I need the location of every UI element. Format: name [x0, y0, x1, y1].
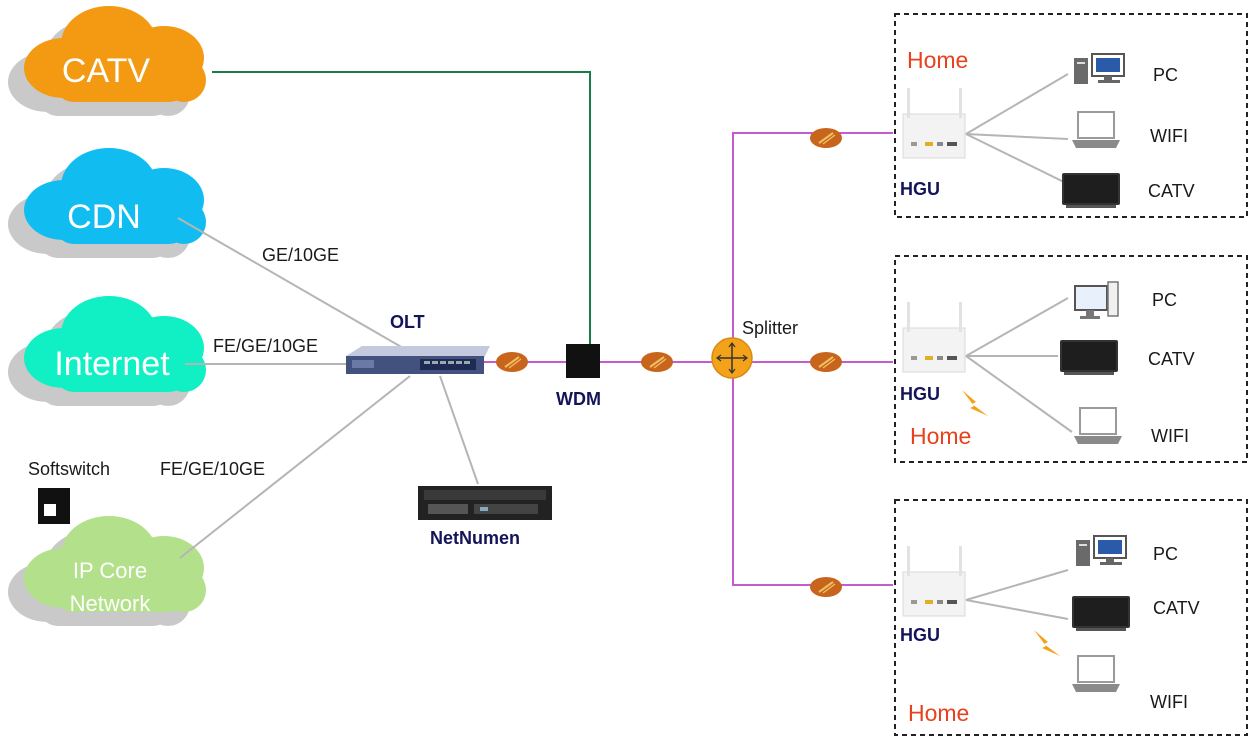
laptop-wifi-icon — [1073, 407, 1123, 445]
splitter-label: Splitter — [742, 318, 798, 338]
tv-catv-icon — [1060, 340, 1118, 375]
cdn-link-label: GE/10GE — [262, 245, 339, 265]
tv-catv-icon — [1062, 173, 1120, 208]
cdn-cloud-label: CDN — [67, 198, 141, 236]
home-box-3: HGU PC CATV WIFI Home — [894, 499, 1248, 736]
netnumen-label: NetNumen — [430, 528, 520, 548]
ip-core-cloud: IP Core Network — [8, 516, 206, 626]
ipcore-link-label: FE/GE/10GE — [160, 459, 265, 479]
device-label-wifi: WIFI — [1151, 426, 1189, 446]
hgu-router-icon — [902, 545, 966, 617]
ipcore-link-line — [179, 375, 411, 559]
olt-device-icon — [346, 346, 490, 374]
fiber-connector-icon — [640, 351, 674, 373]
pc-desktop-icon — [1075, 535, 1127, 567]
home-label-3: Home — [908, 700, 969, 726]
hgu-label-2: HGU — [900, 384, 940, 404]
device-label-pc: PC — [1153, 544, 1178, 564]
hgu-router-icon — [902, 87, 966, 159]
cdn-cloud: CDN — [8, 148, 206, 258]
device-label-catv: CATV — [1148, 181, 1195, 201]
hgu-router-icon — [902, 301, 966, 373]
catv-cloud: CATV — [8, 6, 206, 116]
cdn-link-line — [177, 217, 411, 353]
home-label-2: Home — [910, 423, 971, 449]
wireless-signal-icon — [962, 390, 988, 416]
wdm-icon — [566, 344, 600, 378]
netnumen-server-icon — [418, 486, 552, 520]
ip-core-label-2: Network — [70, 591, 152, 616]
fiber-connector-icon — [809, 351, 843, 373]
wdm-label: WDM — [556, 389, 601, 409]
ip-core-label-1: IP Core — [73, 558, 147, 583]
pc-desktop-icon — [1073, 53, 1125, 85]
internet-cloud-label: Internet — [54, 345, 170, 383]
fiber-connector-icon — [809, 576, 843, 598]
tv-catv-icon — [1072, 596, 1130, 631]
catv-feed-line — [212, 71, 591, 346]
internet-cloud: Internet — [8, 296, 206, 406]
device-label-wifi: WIFI — [1150, 692, 1188, 712]
device-label-catv: CATV — [1153, 598, 1200, 618]
home-box-2: HGU Home PC CATV WIFI — [894, 255, 1248, 463]
catv-cloud-label: CATV — [62, 52, 150, 90]
internet-link-label: FE/GE/10GE — [213, 336, 318, 356]
olt-label: OLT — [390, 312, 425, 332]
wireless-signal-icon — [1034, 630, 1060, 656]
pc-monitor-icon — [1074, 281, 1119, 319]
laptop-wifi-icon — [1071, 111, 1121, 149]
device-label-wifi: WIFI — [1150, 126, 1188, 146]
device-label-catv: CATV — [1148, 349, 1195, 369]
laptop-wifi-icon — [1071, 655, 1121, 693]
home-box-1: Home HGU PC WIFI CATV — [894, 13, 1248, 218]
device-label-pc: PC — [1152, 290, 1177, 310]
fiber-connector-icon — [495, 351, 529, 373]
softswitch-icon — [38, 488, 70, 524]
hgu-label-1: HGU — [900, 179, 940, 199]
home-label-1: Home — [907, 47, 968, 73]
splitter-icon — [711, 337, 753, 379]
fiber-connector-icon — [809, 127, 843, 149]
softswitch-label: Softswitch — [28, 459, 110, 479]
netnumen-link-line — [439, 375, 479, 485]
device-label-pc: PC — [1153, 65, 1178, 85]
hgu-label-3: HGU — [900, 625, 940, 645]
